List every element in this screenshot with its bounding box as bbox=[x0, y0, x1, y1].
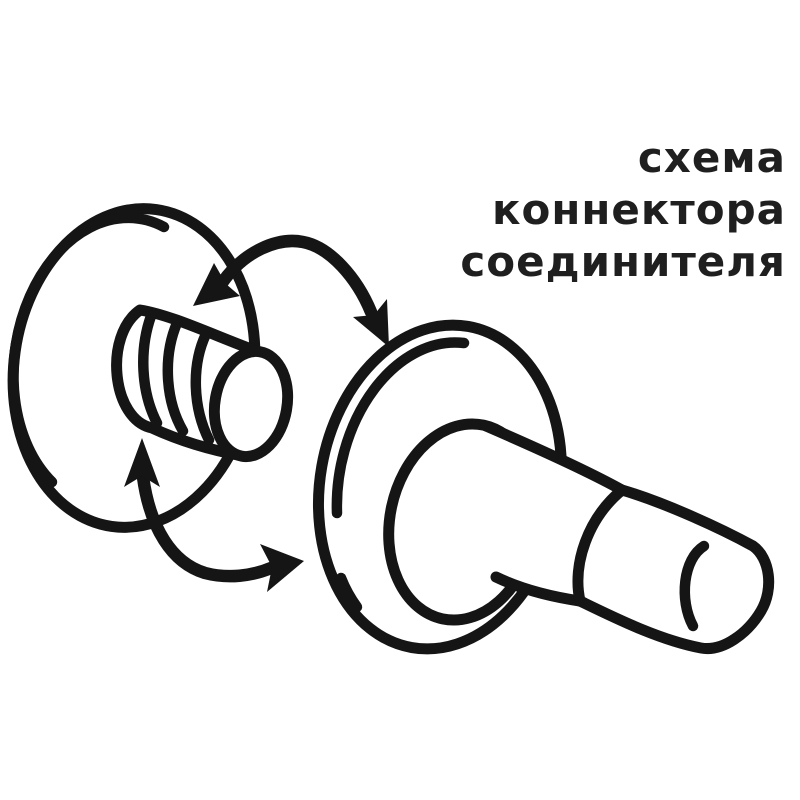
rotation-arrow-bottom-head-up bbox=[124, 438, 160, 487]
rotation-arrow-bottom-arc bbox=[136, 470, 278, 583]
caption: схема коннектора соединителя bbox=[460, 132, 786, 288]
right-flange-rim-arc-short bbox=[335, 572, 363, 613]
rotation-arrow-top-head-left bbox=[193, 263, 240, 306]
left-nipple-rib-1 bbox=[138, 310, 163, 429]
caption-line-3: соединителя bbox=[460, 237, 786, 286]
right-cone-top-edge bbox=[480, 420, 628, 496]
rotation-arrow-bottom-icon bbox=[124, 438, 304, 592]
caption-line-2: коннектора bbox=[492, 185, 786, 234]
rotation-arrow-top-arc bbox=[215, 234, 378, 319]
left-nipple-rib-3 bbox=[190, 328, 215, 446]
rotation-arrow-bottom-head-right bbox=[260, 544, 304, 592]
rotation-arrow-top-head-right bbox=[353, 299, 389, 347]
left-nipple-end-cap bbox=[208, 345, 294, 463]
right-nozzle-end-arc bbox=[679, 540, 710, 632]
left-nipple-rib-2 bbox=[162, 317, 189, 437]
left-connector bbox=[7, 203, 294, 533]
left-flange-rim-arc bbox=[8, 212, 170, 488]
rotation-arrow-top-icon bbox=[193, 234, 389, 347]
right-nozzle bbox=[572, 484, 775, 654]
right-connector bbox=[312, 319, 775, 655]
right-flange-rim-arc-long bbox=[331, 337, 470, 519]
right-cone-bottom-edge bbox=[490, 571, 586, 607]
caption-line-1: схема bbox=[637, 133, 786, 182]
